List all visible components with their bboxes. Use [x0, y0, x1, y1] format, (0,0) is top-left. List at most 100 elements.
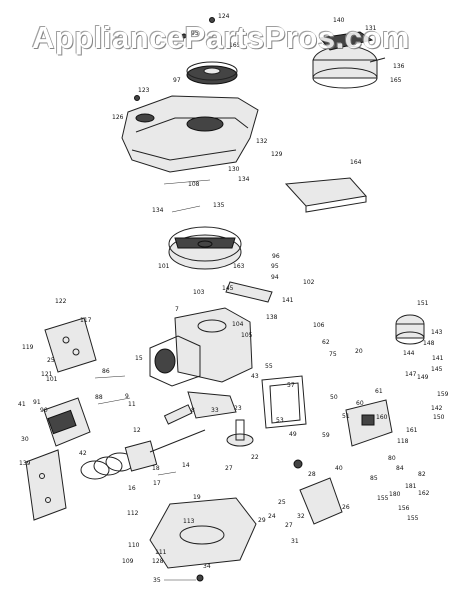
part-callout-80: 80: [388, 455, 396, 462]
part-callout-17: 17: [153, 480, 161, 487]
watermark: AppliancePartsPros.com: [32, 20, 410, 55]
gasket-part: [261, 375, 307, 429]
part-callout-15: 15: [135, 355, 143, 362]
part-callout-103: 103: [193, 289, 205, 296]
part-callout-139: 139: [19, 460, 31, 467]
part-callout-136: 136: [393, 63, 405, 70]
part-callout-96: 96: [272, 253, 280, 260]
part-callout-35: 35: [153, 577, 161, 584]
part-callout-19: 19: [193, 494, 201, 501]
part-callout-142: 142: [431, 405, 443, 412]
part-callout-95: 95: [191, 30, 199, 37]
part-callout-84: 84: [396, 465, 404, 472]
part-callout-95: 95: [271, 263, 279, 270]
rewind-starter-part: [312, 31, 386, 89]
air-filter-part: [284, 177, 367, 213]
part-callout-25: 25: [278, 499, 286, 506]
part-callout-59: 59: [322, 432, 330, 439]
part-callout-101: 101: [46, 376, 58, 383]
part-callout-22: 22: [251, 454, 259, 461]
valve-cover-part: [43, 397, 91, 447]
part-callout-101: 101: [158, 263, 170, 270]
part-callout-12: 12: [133, 427, 141, 434]
part-callout-7: 7: [175, 306, 179, 313]
part-callout-43: 43: [251, 373, 259, 380]
part-callout-111: 111: [155, 549, 167, 556]
part-callout-40: 40: [335, 465, 343, 472]
part-callout-105: 105: [241, 332, 253, 339]
part-callout-159: 159: [437, 391, 449, 398]
part-callout-109: 109: [122, 558, 134, 565]
part-callout-85: 85: [370, 475, 378, 482]
part-callout-128: 128: [152, 558, 164, 565]
part-callout-162: 162: [418, 490, 430, 497]
part-callout-24: 24: [268, 513, 276, 520]
control-part: [299, 477, 343, 525]
part-callout-134: 134: [238, 176, 250, 183]
part-callout-151: 151: [417, 300, 429, 307]
part-callout-110: 110: [128, 542, 140, 549]
carburetor-part: [345, 399, 393, 447]
part-callout-55: 55: [265, 363, 273, 370]
camshaft-part: [226, 419, 254, 447]
part-callout-124: 124: [218, 13, 230, 20]
part-callout-30: 30: [21, 436, 29, 443]
part-callout-130: 130: [228, 166, 240, 173]
part-callout-20: 20: [355, 348, 363, 355]
part-callout-60: 60: [356, 400, 364, 407]
part-callout-97: 97: [173, 77, 181, 84]
callout-labels: 1249516597123126140131136165132129130134…: [18, 13, 449, 584]
part-callout-62: 62: [322, 339, 330, 346]
part-callout-75: 75: [329, 351, 337, 358]
part-callout-29: 29: [258, 517, 266, 524]
part-callout-61: 61: [375, 388, 383, 395]
part-callout-14: 14: [182, 462, 190, 469]
crankcase-base-part: [149, 497, 257, 569]
part-callout-156: 156: [398, 505, 410, 512]
part-callout-16: 16: [128, 485, 136, 492]
part-callout-165: 165: [390, 77, 402, 84]
part-callout-134: 134: [152, 207, 164, 214]
part-callout-18: 18: [152, 465, 160, 472]
part-callout-155: 155: [377, 495, 389, 502]
part-callout-32: 32: [297, 513, 305, 520]
part-callout-28: 28: [308, 471, 316, 478]
starter-cup-part: [186, 61, 238, 85]
part-callout-34: 34: [203, 563, 211, 570]
fasteners-part: [94, 17, 303, 582]
part-callout-181: 181: [405, 483, 417, 490]
part-callout-147: 147: [405, 371, 417, 378]
part-callout-49: 49: [289, 431, 297, 438]
part-callout-126: 126: [112, 114, 124, 121]
part-callout-82: 82: [418, 471, 426, 478]
blower-housing-part: [121, 95, 259, 173]
part-callout-143: 143: [431, 329, 443, 336]
part-callout-144: 144: [403, 350, 415, 357]
part-callout-91: 91: [33, 399, 41, 406]
part-callout-88: 88: [95, 394, 103, 401]
part-callout-145: 145: [431, 366, 443, 373]
ignition-coil-part: [225, 281, 273, 303]
part-callout-122: 122: [55, 298, 67, 305]
part-callout-129: 129: [271, 151, 283, 158]
part-callout-94: 94: [271, 274, 279, 281]
part-callout-113: 113: [183, 518, 195, 525]
part-callout-148: 148: [423, 340, 435, 347]
part-callout-27: 27: [225, 465, 233, 472]
part-callout-51: 51: [342, 413, 350, 420]
part-callout-150: 150: [433, 414, 445, 421]
part-callout-11: 11: [128, 401, 136, 408]
part-callout-27: 27: [285, 522, 293, 529]
part-callout-131: 131: [365, 25, 377, 32]
part-callout-108: 108: [188, 181, 200, 188]
part-callout-25: 25: [47, 357, 55, 364]
part-callout-50: 50: [330, 394, 338, 401]
part-callout-138: 138: [266, 314, 278, 321]
part-callout-106: 106: [313, 322, 325, 329]
part-callout-104: 104: [232, 321, 244, 328]
part-callout-164: 164: [350, 159, 362, 166]
crankshaft-part: [163, 391, 237, 425]
part-callout-149: 149: [417, 374, 429, 381]
